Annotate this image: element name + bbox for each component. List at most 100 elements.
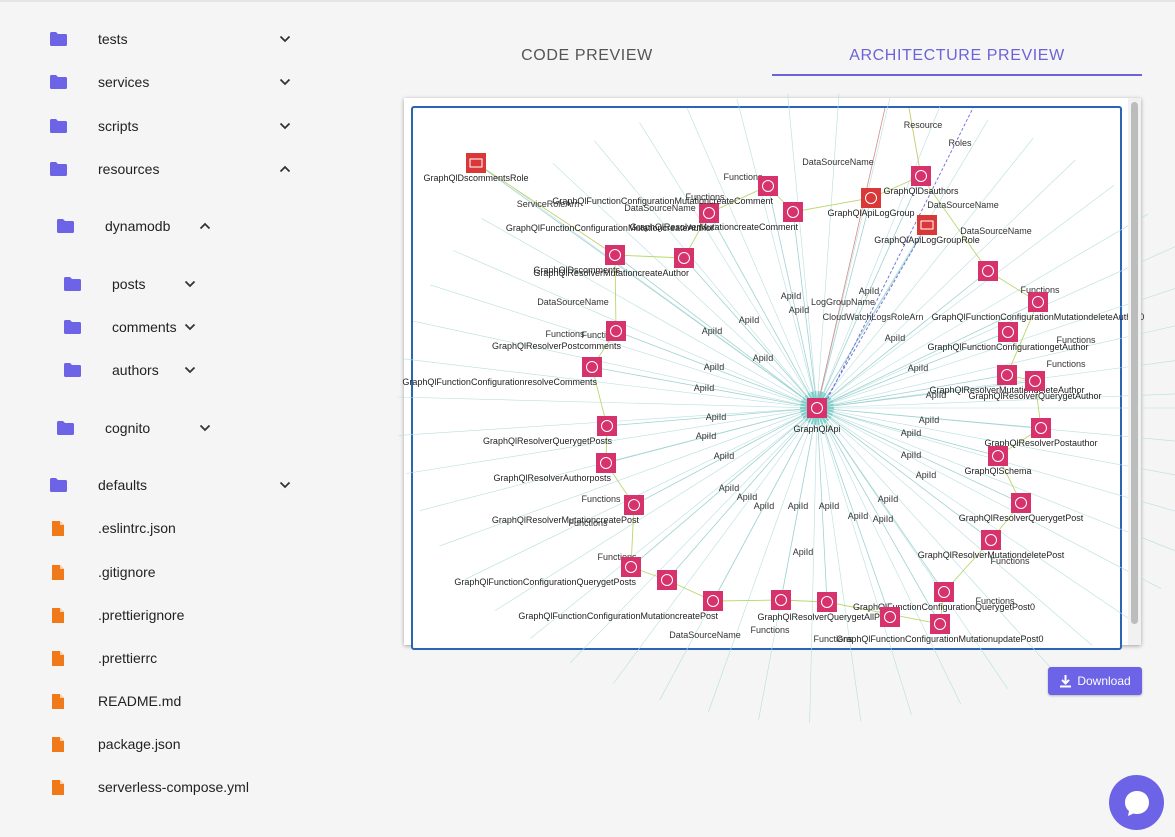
chevron-down-icon[interactable]: [183, 320, 197, 334]
diagram-node[interactable]: [997, 365, 1017, 385]
chat-widget-button[interactable]: [1109, 775, 1164, 830]
diagram-node[interactable]: [624, 495, 644, 515]
chevron-down-icon[interactable]: [183, 277, 197, 291]
diagram-node[interactable]: [758, 176, 778, 196]
tab-architecture-preview[interactable]: ARCHITECTURE PREVIEW: [849, 47, 1065, 64]
diagram-node[interactable]: [703, 591, 723, 611]
diagram-node[interactable]: [606, 321, 626, 341]
tree-item-label: authors: [112, 362, 159, 378]
diagram-node[interactable]: [1025, 371, 1045, 391]
diagram-node[interactable]: [930, 614, 950, 634]
folder-row[interactable]: comments: [0, 312, 310, 342]
diagram-node[interactable]: [978, 261, 998, 281]
folder-row[interactable]: dynamodb: [0, 211, 310, 241]
diagram-node[interactable]: [605, 245, 625, 265]
tree-item-label: resources: [98, 161, 160, 177]
diagram-node[interactable]: [880, 607, 900, 627]
diagram-node[interactable]: [934, 582, 954, 602]
diagram-node[interactable]: [817, 592, 837, 612]
chevron-down-icon[interactable]: [278, 119, 292, 133]
apiid-edge: [475, 162, 818, 409]
diagram-node[interactable]: [917, 215, 937, 235]
diagram-node[interactable]: [771, 590, 791, 610]
edge-label: DataSourceName: [960, 226, 1032, 236]
edge-label: ApiId: [901, 450, 922, 460]
tab-code-preview[interactable]: CODE PREVIEW: [521, 47, 653, 64]
chevron-down-icon[interactable]: [278, 75, 292, 89]
folder-icon: [56, 217, 74, 235]
folder-row[interactable]: services: [0, 67, 310, 97]
file-row[interactable]: serverless-compose.yml: [0, 772, 310, 802]
edge-label: Functions: [568, 518, 608, 528]
node-label: GraphQlFunctionConfigurationMutationcrea…: [552, 196, 773, 206]
diagram-node[interactable]: [1028, 292, 1048, 312]
download-button[interactable]: Download: [1048, 667, 1142, 695]
chevron-down-icon[interactable]: [278, 478, 292, 492]
apiid-edge: [816, 407, 1175, 512]
file-row[interactable]: .prettierignore: [0, 600, 310, 630]
vertical-scrollbar[interactable]: [1128, 98, 1141, 645]
diagram-node[interactable]: [582, 357, 602, 377]
diagram-node[interactable]: [621, 557, 641, 577]
diagram-node[interactable]: [596, 453, 616, 473]
edge-label: ApiId: [696, 431, 717, 441]
diagram-node[interactable]: [981, 530, 1001, 550]
node-label: GraphQlResolverMutationdeletePost: [918, 550, 1065, 560]
file-row[interactable]: .gitignore: [0, 557, 310, 587]
apiid-edge: [464, 407, 818, 580]
diagram-node[interactable]: [657, 570, 677, 590]
file-row[interactable]: .eslintrc.json: [0, 513, 310, 543]
diagram-node[interactable]: [861, 188, 881, 208]
folder-row[interactable]: tests: [0, 24, 310, 54]
scrollbar-thumb[interactable]: [1131, 102, 1138, 624]
diagram-node[interactable]: [998, 322, 1018, 342]
chevron-down-icon[interactable]: [183, 363, 197, 377]
diagram-node[interactable]: [597, 416, 617, 436]
folder-row[interactable]: scripts: [0, 111, 310, 141]
folder-row[interactable]: authors: [0, 355, 310, 385]
hub-ring: [800, 403, 809, 408]
diagram-node[interactable]: [699, 203, 719, 223]
diagram-node[interactable]: [466, 153, 486, 173]
apiid-edge: [816, 407, 1022, 504]
chevron-up-icon[interactable]: [198, 219, 212, 233]
node-label: GraphQlApiLogGroupRole: [874, 235, 980, 245]
chevron-up-icon[interactable]: [278, 162, 292, 176]
edge-label: Functions: [990, 556, 1030, 566]
chevron-down-icon[interactable]: [278, 32, 292, 46]
apiid-edge: [816, 407, 1130, 620]
node-label: GraphQlResolverQuerygetAuthor: [968, 391, 1101, 401]
download-label: Download: [1077, 674, 1131, 688]
node-label: GraphQlFunctionConfigurationMutationdele…: [932, 312, 1145, 322]
chevron-down-icon[interactable]: [198, 421, 212, 435]
apiid-edge: [816, 224, 928, 409]
diagram-node[interactable]: [674, 248, 694, 268]
edge-label: ApiId: [848, 511, 869, 521]
log-edge: [816, 107, 886, 409]
diagram-node[interactable]: [1011, 493, 1031, 513]
apiid-edge: [591, 366, 818, 409]
edge-label: ApiId: [885, 333, 906, 343]
diagram-node[interactable]: [1031, 418, 1051, 438]
folder-row[interactable]: resources: [0, 154, 310, 184]
diagram-node[interactable]: [911, 166, 931, 186]
file-row[interactable]: README.md: [0, 686, 310, 716]
folder-row[interactable]: posts: [0, 269, 310, 299]
center-node[interactable]: [807, 398, 827, 418]
diagram-node[interactable]: [988, 446, 1008, 466]
edge-label: ApiId: [916, 470, 937, 480]
file-row[interactable]: package.json: [0, 729, 310, 759]
center-node-label: GraphQlApi: [793, 424, 840, 434]
file-row[interactable]: .prettierrc: [0, 643, 310, 673]
diagram-node[interactable]: [783, 202, 803, 222]
folder-icon: [49, 117, 67, 135]
folder-row[interactable]: defaults: [0, 470, 310, 500]
top-border: [0, 0, 1175, 2]
apiid-edge: [530, 407, 818, 639]
apiid-edge: [816, 407, 992, 541]
edge-label: ApiId: [719, 483, 740, 493]
tree-item-label: .prettierrc: [98, 650, 158, 666]
apiid-edge: [816, 407, 891, 618]
folder-row[interactable]: cognito: [0, 413, 310, 443]
